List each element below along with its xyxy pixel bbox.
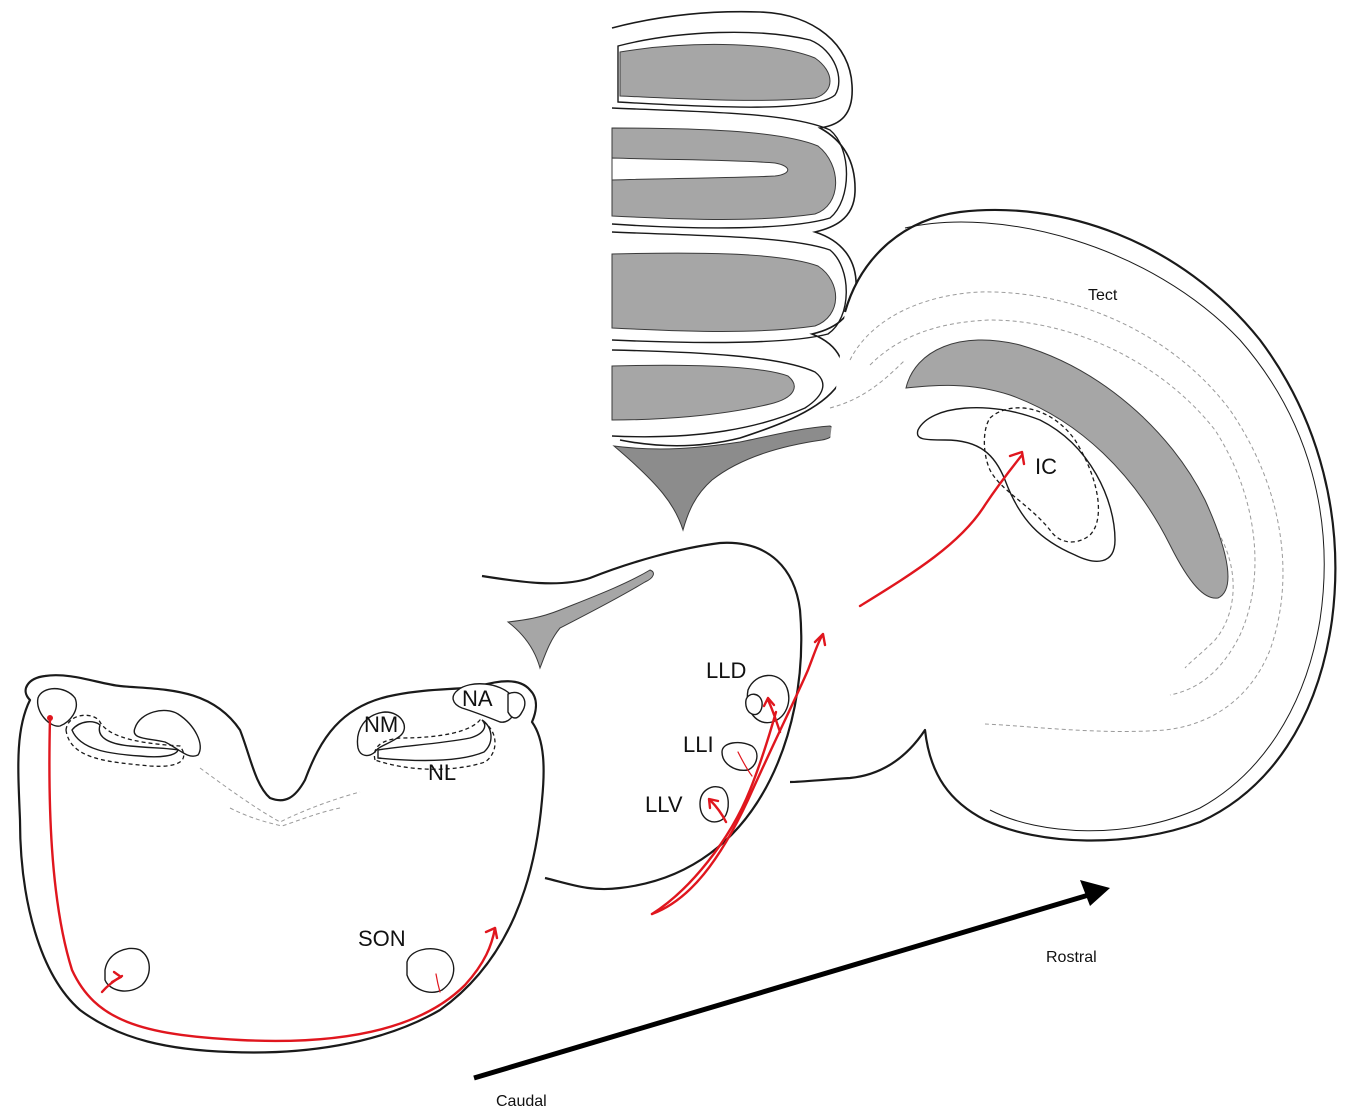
cerebellum-gray-1 bbox=[620, 44, 830, 100]
cerebellum-gray-3 bbox=[612, 253, 836, 331]
axis-arrowhead bbox=[1080, 880, 1110, 906]
label-na: NA bbox=[462, 686, 493, 711]
optic-tectum: Tect IC bbox=[790, 210, 1335, 841]
cerebellum-gray-4 bbox=[612, 365, 794, 420]
fourth-ventricle-wedge bbox=[508, 570, 653, 668]
label-son: SON bbox=[358, 926, 406, 951]
label-rostral: Rostral bbox=[1046, 949, 1097, 966]
nucleus-lld-inner bbox=[746, 694, 762, 714]
label-nl: NL bbox=[428, 760, 456, 785]
label-nm: NM bbox=[364, 712, 398, 737]
brainstem-section: NM NA NL SON bbox=[18, 675, 543, 1052]
label-lld: LLD bbox=[706, 658, 746, 683]
label-llv: LLV bbox=[645, 792, 683, 817]
label-ic: IC bbox=[1035, 454, 1057, 479]
label-tect: Tect bbox=[1088, 287, 1118, 304]
rostrocaudal-axis: Rostral Caudal bbox=[474, 880, 1110, 1110]
cerebellum bbox=[612, 12, 856, 530]
label-caudal: Caudal bbox=[496, 1093, 547, 1110]
label-lli: LLI bbox=[683, 732, 714, 757]
nucleus-son-right bbox=[407, 949, 454, 992]
axis-arrow-shaft bbox=[474, 894, 1092, 1078]
nucleus-lli bbox=[722, 743, 757, 771]
